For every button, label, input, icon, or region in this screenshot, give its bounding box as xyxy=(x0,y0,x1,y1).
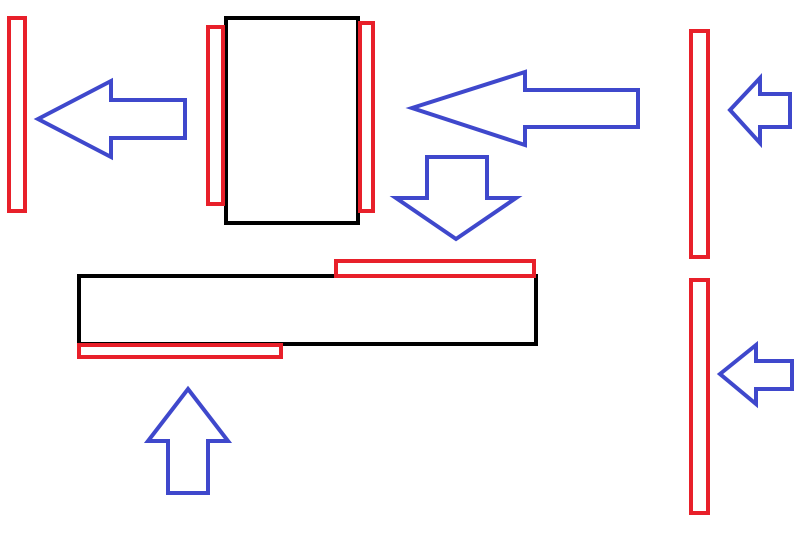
arrow-left-right-upper xyxy=(727,72,792,149)
arrow-down xyxy=(389,155,523,242)
tall-box-left-edge xyxy=(206,25,225,206)
arrow-left-small xyxy=(33,77,187,161)
far-left-bar xyxy=(7,16,27,213)
wide-box xyxy=(77,274,538,346)
right-upper-bar xyxy=(689,29,710,259)
arrow-left-long xyxy=(405,69,640,148)
tall-box xyxy=(224,16,360,225)
wide-box-bottom-edge xyxy=(77,343,283,359)
right-lower-bar xyxy=(689,278,710,515)
tall-box-right-edge xyxy=(358,21,375,213)
arrow-up xyxy=(143,385,233,495)
arrow-left-right-lower xyxy=(716,340,794,409)
wide-box-top-edge xyxy=(334,259,536,278)
